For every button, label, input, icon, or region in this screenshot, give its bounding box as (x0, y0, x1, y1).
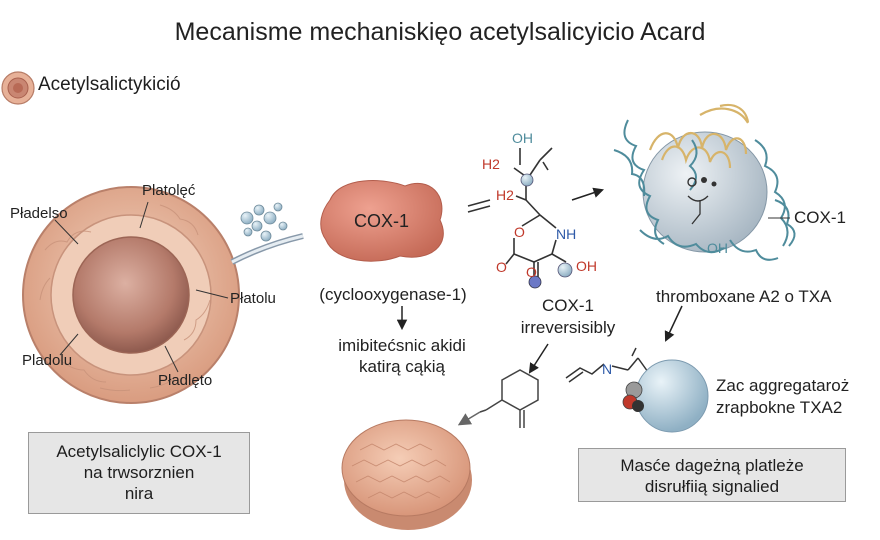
label-platolec: Platolęć (142, 182, 196, 199)
molecule-oh-right: OH (576, 258, 597, 274)
mid-caption-line-2: irreversisibly (520, 318, 616, 337)
aspirin-molecule-structure (505, 147, 567, 278)
cox1-protein-structure (613, 103, 796, 261)
right-summary-box: Masće dageżną platleże disrułfiią signal… (578, 448, 846, 502)
left-box-line-2: na trwsorznien (83, 463, 195, 482)
arrow-to-protein (571, 187, 604, 201)
page-title: Mecanisme mechaniskięo acetylsalicyicio … (174, 18, 706, 46)
molecule-oh-top: OH (512, 130, 533, 146)
txa-receptor-sphere (622, 359, 709, 433)
txa-label: thromboxane A2 o TXA (656, 287, 832, 306)
legend-platelet-icon (1, 71, 35, 105)
cox1-enzyme-label: COX-1 (354, 211, 410, 231)
left-summary-box: Acetylsaliclylic COX-1 na trwsorznien ni… (28, 432, 250, 514)
flow-arrows (396, 187, 683, 374)
arrow-to-product (528, 343, 549, 374)
molecule-o-ring: O (514, 224, 525, 240)
right-box-line-2: disrułfiią signalied (644, 477, 780, 496)
label-padelso: Pładelso (10, 205, 68, 222)
molecule-atoms (520, 173, 573, 289)
txa-nitrogen-atom: N (602, 361, 612, 377)
inhibition-line-1: imibitećsnic akidi (338, 336, 466, 355)
thromboxane-chain (565, 347, 649, 383)
aggregated-platelet-disc (341, 419, 472, 530)
label-pladolu: Pladolu (22, 352, 73, 369)
platelet-cell-illustration (22, 186, 240, 404)
small-ring-molecule (479, 369, 539, 428)
molecule-h2-top: H2 (482, 156, 500, 172)
arrow-gray (457, 411, 481, 426)
aggregation-line-2: zrapbokne TXA2 (716, 398, 843, 417)
arrow-to-aggregation (664, 305, 683, 342)
legend-label: Acetylsalictykició (38, 74, 181, 95)
label-patolu: Płatolu (230, 290, 276, 307)
left-box-line-3: nira (124, 484, 154, 503)
cox1-enzyme-blob (320, 180, 444, 262)
cox1-full-name: (cyclooxygenase-1) (319, 285, 467, 304)
molecule-o-bottom-left: O (496, 259, 507, 275)
molecule-nh: NH (556, 226, 577, 242)
protein-cox1-label: COX-1 (794, 208, 846, 227)
label-padleto: Pładlęto (158, 372, 213, 389)
inhibition-line-2: katirą cąkią (359, 357, 445, 376)
equals-sign (467, 199, 491, 213)
aggregation-line-1: Zac aggregataroż (716, 376, 850, 395)
molecule-o-bottom: O (526, 264, 537, 280)
membrane-particles (230, 202, 304, 265)
platelet-leader-lines (54, 201, 229, 373)
left-box-line-1: Acetylsaliclylic COX-1 (56, 442, 222, 461)
right-box-line-1: Masće dageżną platleże (620, 456, 804, 475)
molecule-h2-mid: H2 (496, 187, 514, 203)
protein-oh-label: OH (707, 240, 728, 256)
mid-caption-line-1: COX-1 (542, 296, 594, 315)
